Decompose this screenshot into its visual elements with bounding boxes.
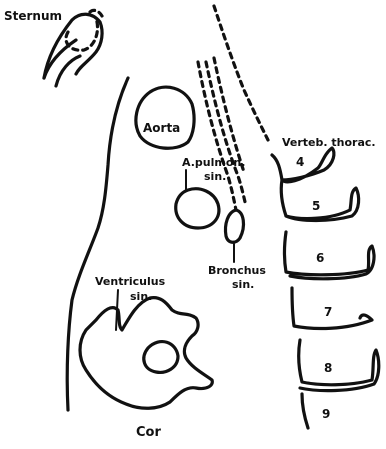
a-pulmon-label-line1: A.pulmon. bbox=[182, 156, 245, 169]
vertebra-number-7: 7 bbox=[324, 305, 332, 319]
aorta-label: Aorta bbox=[143, 121, 180, 135]
ventriculus-label-line2: sin. bbox=[130, 290, 152, 303]
mediastinum-outline bbox=[67, 78, 128, 410]
vertebra-number-8: 8 bbox=[324, 361, 332, 375]
ventriculus-label-line1: Ventriculus bbox=[95, 275, 166, 288]
vertebra-number-6: 6 bbox=[316, 251, 324, 265]
cor-label: Cor bbox=[136, 425, 161, 440]
vertebra-number-9: 9 bbox=[322, 407, 330, 421]
vertebra-number-4: 4 bbox=[296, 155, 304, 169]
sternum-label: Sternum bbox=[4, 9, 62, 23]
a-pulmon-label-line2: sin. bbox=[204, 170, 226, 183]
aorta-outline bbox=[136, 87, 194, 148]
vertebral-column bbox=[272, 148, 379, 428]
bronchus-label-line1: Bronchus bbox=[208, 264, 266, 277]
bronchus-label-line2: sin. bbox=[232, 278, 254, 291]
heart-outline bbox=[80, 290, 212, 408]
verteb-thorac-label: Verteb. thorac. bbox=[282, 136, 376, 149]
vertebra-number-5: 5 bbox=[312, 199, 320, 213]
bronchus-outline bbox=[225, 210, 243, 262]
